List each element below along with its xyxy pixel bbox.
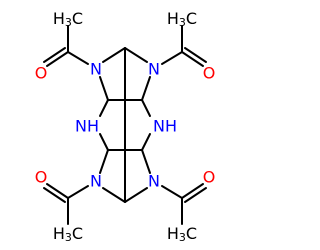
nitrogen-atom: N bbox=[90, 60, 102, 79]
nh-atom: NH bbox=[153, 117, 177, 136]
bond bbox=[46, 51, 69, 67]
bond bbox=[67, 51, 89, 65]
bond bbox=[161, 51, 183, 65]
bond bbox=[99, 99, 109, 117]
bond bbox=[124, 47, 148, 63]
nitrogen-atom: N bbox=[90, 172, 102, 191]
methyl-label: H3C bbox=[167, 9, 197, 29]
acetyl-bottom-left: O H3C bbox=[35, 168, 89, 244]
top-bridge bbox=[99, 47, 151, 101]
bond bbox=[184, 47, 207, 63]
central-ring: NH NH bbox=[75, 99, 177, 151]
bond bbox=[43, 47, 66, 63]
bond bbox=[184, 187, 207, 203]
bond bbox=[141, 133, 151, 151]
bond bbox=[99, 133, 109, 151]
oxygen-atom: O bbox=[203, 64, 216, 83]
oxygen-atom: O bbox=[35, 168, 48, 187]
bond bbox=[141, 76, 151, 101]
methyl-label: H3C bbox=[167, 224, 197, 244]
bond bbox=[181, 51, 204, 67]
molecule-diagram: O H3C O H3C NH NH bbox=[35, 9, 216, 244]
nitrogen-atom: N bbox=[148, 172, 160, 191]
bond bbox=[124, 187, 148, 203]
bond bbox=[141, 99, 151, 117]
methyl-label: H3C bbox=[53, 9, 83, 29]
methyl-label: H3C bbox=[53, 224, 83, 244]
bond bbox=[181, 183, 204, 199]
bond bbox=[67, 185, 89, 199]
bond bbox=[99, 149, 109, 174]
acetyl-top-left: O H3C bbox=[35, 9, 89, 83]
nitrogen-atom: N bbox=[148, 60, 160, 79]
bond bbox=[102, 187, 126, 203]
acetyl-bottom-right: O H3C bbox=[161, 168, 216, 244]
bond bbox=[99, 76, 109, 101]
bond bbox=[102, 47, 126, 63]
bottom-bridge bbox=[99, 149, 151, 203]
nh-atom: NH bbox=[75, 117, 99, 136]
oxygen-atom: O bbox=[35, 64, 48, 83]
oxygen-atom: O bbox=[203, 168, 216, 187]
bond bbox=[46, 183, 69, 199]
bond bbox=[141, 149, 151, 174]
bond bbox=[161, 185, 183, 199]
acetyl-top-right: O H3C bbox=[161, 9, 216, 83]
bond bbox=[43, 187, 66, 203]
